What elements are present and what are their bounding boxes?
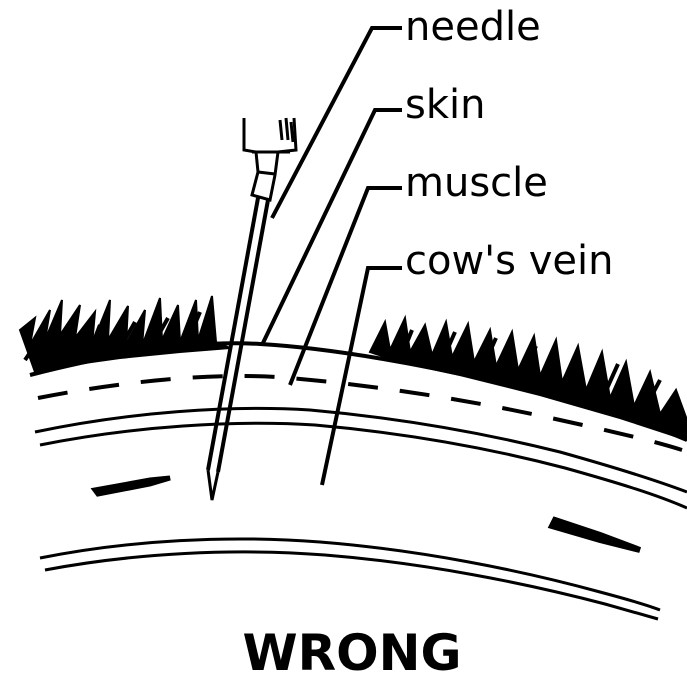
vein-leader [322,268,402,485]
vein-flow-mark-right [552,520,640,550]
skin-leader [262,110,402,345]
label-skin: skin [405,82,485,128]
caption-wrong: WRONG [242,624,461,673]
label-cow-vein: cow's vein [405,238,613,284]
lower-layer-line-2 [45,552,658,619]
muscle-layer-line-2 [40,423,687,508]
lower-layer-line-1 [40,539,660,610]
muscle-layer-line-1 [35,408,687,492]
needle-drawing [208,118,296,500]
vein-flow-mark-left [95,478,170,494]
label-needle: needle [405,4,541,50]
label-muscle: muscle [405,160,548,206]
